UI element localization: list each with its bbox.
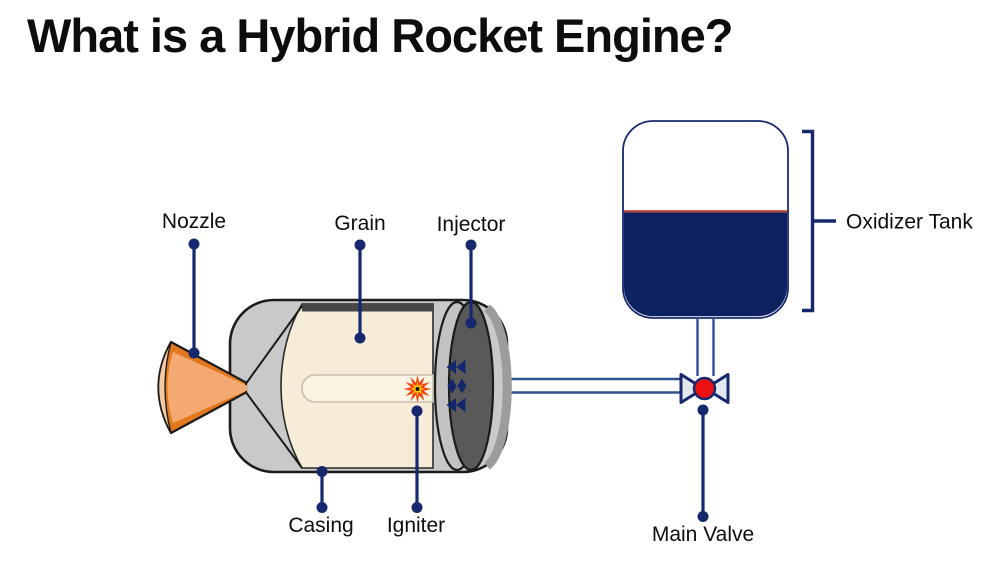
port-channel [301,374,434,403]
nozzle-group [157,340,248,435]
label-nozzle: Nozzle [161,210,227,233]
injector-arrow [447,378,457,394]
igniter-leader [411,405,423,513]
injector-arrow [456,398,466,412]
casing-end-shadow [484,304,512,470]
injector-arrow [456,360,466,374]
tank-liquid [623,212,788,317]
label-main-valve: Main Valve [651,523,755,546]
tank-bracket [802,129,815,313]
nozzle-leader [188,238,200,359]
injector-flow-arrows [446,360,467,412]
spark-core [415,387,420,391]
injector-leader [465,239,477,329]
label-igniter: Igniter [386,514,446,537]
injector-arrow [457,378,467,394]
injector-arrow [446,398,456,412]
leader-lines [188,238,709,522]
label-grain: Grain [334,212,386,235]
feed-pipes [505,318,715,394]
grain-leader [354,239,366,344]
label-injector: Injector [436,213,506,236]
main-valve-leader [697,404,709,522]
valve-bowtie-left [679,373,705,404]
valve-bowtie-right [704,373,730,404]
nozzle-rim [157,341,172,434]
label-oxidizer-tank: Oxidizer Tank [846,210,973,234]
nozzle-inner [167,352,247,423]
grain-top-shadow [302,304,433,312]
engine-group [157,298,512,474]
main-valve-group [679,373,730,404]
page-title: What is a Hybrid Rocket Engine? [27,9,733,62]
valve-ball [692,376,717,401]
oxidizer-tank-group [622,120,836,319]
casing-leader [316,466,328,513]
label-casing: Casing [288,514,354,537]
injector-arrow [446,360,456,374]
convergent-lines [244,305,303,469]
igniter-spark [403,375,432,403]
